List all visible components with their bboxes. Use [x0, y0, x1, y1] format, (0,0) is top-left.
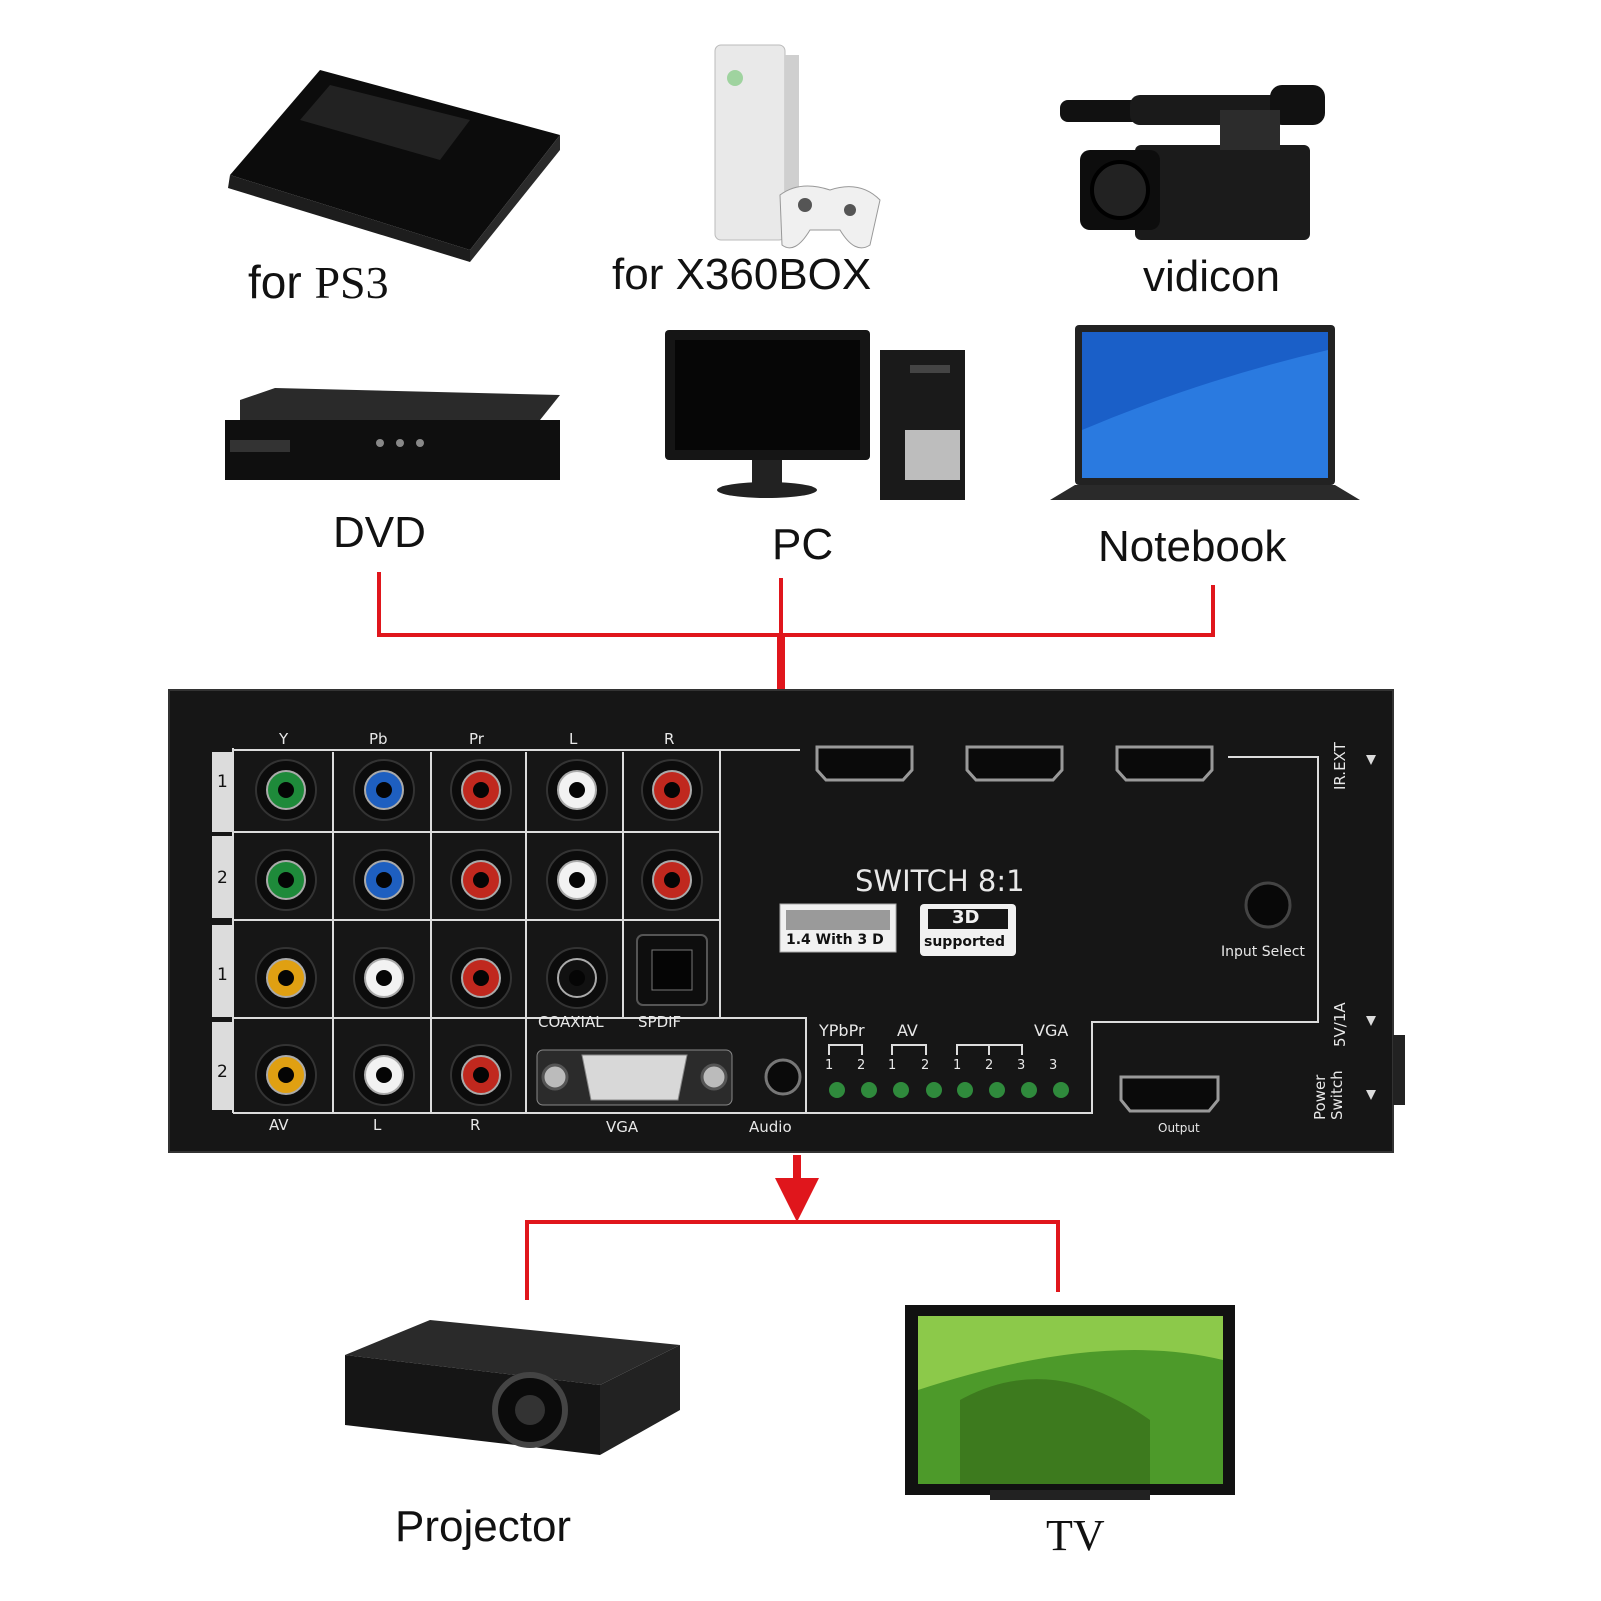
header-pb: Pb [369, 730, 388, 748]
led-num-6: 2 [985, 1058, 994, 1073]
badge-hdmi-text: 1.4 With 3 D [786, 932, 884, 948]
power-spec-label: 5V/1A [1331, 1002, 1349, 1047]
ps3-label-main: PS3 [314, 257, 389, 308]
pc-label: PC [772, 520, 834, 569]
rca-jack-y-row2-icon [255, 849, 317, 911]
header-y: Y [279, 730, 289, 748]
rca-jack-r-row2-icon [641, 849, 703, 911]
badge-3d-top: 3D [952, 907, 980, 928]
label-av: AV [269, 1116, 289, 1134]
xbox360-image [714, 44, 881, 249]
input-select-label: Input Select [1221, 944, 1305, 960]
dvd-player-image [225, 388, 560, 480]
led-group-vga: VGA [1034, 1021, 1069, 1040]
ps3-label: for PS3 [248, 255, 389, 309]
status-led-5 [957, 1082, 973, 1098]
tv-label: TV [1046, 1511, 1105, 1560]
rca-jack-l-row1-icon [546, 759, 608, 821]
rca-jack-pb-row2-icon [353, 849, 415, 911]
led-num-7: 3 [1017, 1058, 1026, 1073]
row-number-3: 1 [217, 965, 228, 985]
rca-jack-l-row3-icon [353, 947, 415, 1009]
header-r: R [664, 730, 675, 748]
output-connection-lines [525, 1155, 1060, 1300]
led-num-8: 3 [1049, 1058, 1058, 1073]
status-led-7 [1021, 1082, 1037, 1098]
ir-ext-label: IR.EXT [1331, 742, 1349, 790]
led-num-4: 2 [921, 1058, 930, 1073]
output-label: Output [1158, 1121, 1200, 1135]
status-led-8 [1053, 1082, 1069, 1098]
rca-jack-av-row4-icon [255, 1044, 317, 1106]
projector-image [345, 1320, 680, 1455]
power-switch-line2: Switch [1328, 1070, 1346, 1120]
row-number-1: 1 [217, 772, 228, 792]
led-num-2: 2 [857, 1058, 866, 1073]
pc-image [665, 330, 965, 500]
rca-jack-av-row3-icon [255, 947, 317, 1009]
hdmi-input-1-icon [815, 745, 914, 782]
switch-device-panel [168, 689, 1405, 1153]
led-num-3: 1 [888, 1058, 897, 1073]
hdmi-input-2-icon [965, 745, 1064, 782]
rca-jack-pb-row1-icon [353, 759, 415, 821]
label-l: L [373, 1116, 382, 1134]
header-l: L [569, 730, 578, 748]
rca-jack-l-row2-icon [546, 849, 608, 911]
label-vga: VGA [606, 1118, 639, 1136]
input-connection-lines [377, 572, 1215, 690]
switch-title: SWITCH 8:1 [855, 864, 1025, 898]
audio-jack-icon [764, 1058, 802, 1096]
label-coaxial: COAXIAL [538, 1013, 604, 1031]
rca-jack-l-row4-icon [353, 1044, 415, 1106]
ps3-label-prefix: for [248, 256, 315, 308]
tv-image [905, 1305, 1235, 1500]
notebook-image [1050, 325, 1360, 500]
rca-jack-r-row3-icon [450, 947, 512, 1009]
vga-port-icon [536, 1049, 733, 1106]
hdmi-output-icon [1119, 1075, 1220, 1113]
row-number-4: 2 [217, 1062, 228, 1082]
dvd-label: DVD [333, 508, 426, 557]
header-pr: Pr [469, 730, 484, 748]
rca-jack-pr-row2-icon [450, 849, 512, 911]
label-r: R [470, 1116, 481, 1134]
badge-3d-bottom: supported [924, 934, 1006, 950]
led-group-av: AV [897, 1021, 918, 1040]
status-led-2 [861, 1082, 877, 1098]
power-switch-label: Power Switch [1311, 1070, 1346, 1120]
vidicon-label: vidicon [1143, 252, 1280, 301]
status-led-1 [829, 1082, 845, 1098]
status-led-6 [989, 1082, 1005, 1098]
hdmi-input-3-icon [1115, 745, 1214, 782]
rca-jack-pr-row1-icon [450, 759, 512, 821]
rca-jack-r-row1-icon [641, 759, 703, 821]
status-led-4 [926, 1082, 942, 1098]
power-switch-line1: Power [1311, 1074, 1329, 1120]
label-audio: Audio [749, 1118, 792, 1136]
label-spdif: SPDIF [638, 1013, 682, 1031]
led-num-1: 1 [825, 1058, 834, 1073]
x360-label: for X360BOX [612, 250, 872, 299]
led-group-ypbpr: YPbPr [819, 1021, 865, 1040]
status-led-3 [893, 1082, 909, 1098]
ps3-console-image [228, 70, 560, 262]
rca-jack-r-row4-icon [450, 1044, 512, 1106]
down-arrow-icon [775, 1178, 819, 1222]
rca-jack-coaxial-row3-icon [546, 947, 608, 1009]
projector-label: Projector [395, 1502, 572, 1551]
row-number-2: 2 [217, 868, 228, 888]
camcorder-image [1060, 85, 1325, 240]
led-num-5: 1 [953, 1058, 962, 1073]
notebook-label: Notebook [1098, 522, 1287, 571]
input-select-button [1244, 881, 1292, 929]
rca-jack-y-row1-icon [255, 759, 317, 821]
